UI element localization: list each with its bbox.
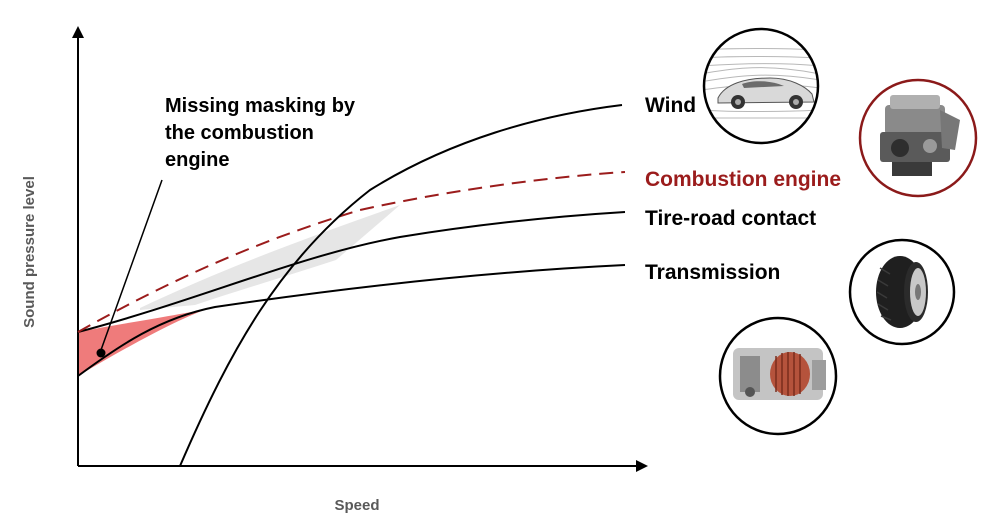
annotation-text: Missing masking by the combustion engine [165,95,361,171]
gap-region [140,205,400,310]
series-label-combustion: Combustion engine [645,168,841,191]
series-line-tire [77,211,626,333]
car-wind-tunnel-icon [702,27,820,145]
annotation-pointer [100,179,163,351]
series-label-wind: Wind [645,94,696,117]
series-line-wind [179,104,623,467]
series-label-tire: Tire-road contact [645,207,816,230]
series-line-combustion [77,171,626,333]
unmasked-region [78,308,210,376]
annotation-dot [96,348,106,358]
tire-icon [848,238,956,346]
combustion-engine-icon [858,78,978,198]
series-label-transmission: Transmission [645,261,780,284]
electric-drive-unit-icon [718,316,838,436]
y-axis-label: Sound pressure level [21,176,38,328]
x-axis-label: Speed [334,497,379,514]
